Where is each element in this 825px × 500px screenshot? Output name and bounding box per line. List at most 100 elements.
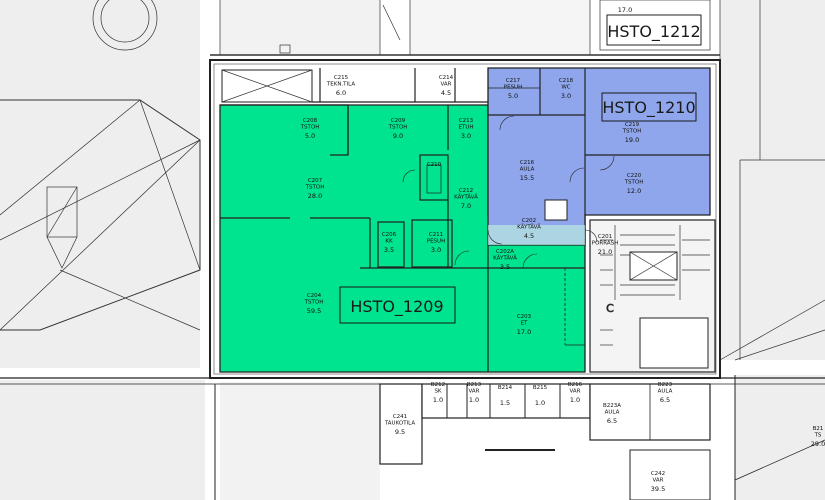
room-name: WC (561, 85, 570, 91)
room-area: 15.5 (520, 174, 534, 182)
room-area: 39.5 (651, 485, 665, 493)
room-code: C211 (429, 232, 443, 238)
room-code: C201 (598, 234, 612, 240)
room-area: 3.5 (384, 246, 394, 254)
room-labels: C215TEKN.TILA6.0C214VAR4.5C217PESUH5.0C2… (300, 75, 825, 493)
room-code: C206 (382, 232, 397, 238)
room-code: B214 (498, 385, 513, 391)
room-name: VAR (570, 389, 581, 395)
room-code: C213 (459, 118, 474, 124)
room-code: B223A (603, 403, 621, 409)
room-name: KÄYTÄVÄ (517, 224, 541, 231)
room-code: C215 (334, 75, 349, 81)
room-code: C207 (308, 178, 323, 184)
left-roof (0, 0, 201, 331)
room-area: 3.0 (431, 246, 441, 254)
room-name: TSTOH (300, 125, 320, 131)
room-name: AULA (520, 167, 535, 173)
room-area: 28.0 (308, 192, 322, 200)
room-name: TEKN.TILA (326, 82, 355, 88)
room-name: PESUH (427, 239, 445, 245)
room-area: 7.0 (461, 202, 471, 210)
room-code: B21 (813, 426, 824, 432)
room-area: 1.0 (469, 396, 479, 404)
room-area: 5.0 (305, 132, 315, 140)
room-name: KÄYTÄVÄ (454, 194, 478, 201)
room-name: AULA (658, 389, 673, 395)
room-name: SK (434, 389, 441, 395)
room-name: ET (521, 321, 528, 327)
room-area: 9.5 (395, 428, 405, 436)
room-code: C217 (506, 78, 521, 84)
room-area: 6.0 (336, 89, 346, 97)
room-name: TSTOH (622, 129, 642, 135)
zone-label-1209: HSTO_1209 (350, 297, 443, 317)
room-code: B213 (467, 382, 482, 388)
room-area: 3.5 (500, 263, 510, 271)
room-name: PESUH (504, 85, 522, 91)
room-area: 59.5 (307, 307, 321, 315)
room-name: TAUKOTILA (384, 421, 416, 427)
room-name: VAR (469, 389, 480, 395)
room-code: C220 (627, 173, 642, 179)
svg-text:17.0: 17.0 (618, 6, 632, 14)
zone-1212: 17.0 HSTO_1212 (606, 6, 702, 46)
room-code: C209 (391, 118, 406, 124)
room-area: 1.0 (535, 399, 545, 407)
room-area: 6.5 (607, 417, 617, 425)
room-code: B212 (431, 382, 445, 388)
room-area: 4.5 (524, 232, 534, 240)
room-name: KÄYTÄVÄ (493, 255, 517, 262)
room-name: TSTOH (388, 125, 408, 131)
stair-mark: C (606, 302, 614, 315)
room-code: C202A (496, 249, 514, 255)
room-name: TSTOH (624, 180, 644, 186)
room-code: B215 (533, 385, 548, 391)
room-code: C203 (517, 314, 532, 320)
room-code: C214 (439, 75, 454, 81)
room-area: 1.0 (433, 396, 443, 404)
interior-walls (220, 68, 710, 372)
room-code: C204 (307, 293, 322, 299)
room-area: 19.0 (625, 136, 639, 144)
room-area: 1.5 (500, 399, 510, 407)
room-name: TSTOH (305, 185, 325, 191)
room-area: 3.0 (461, 132, 471, 140)
room-code: B223 (658, 382, 673, 388)
bottom-area (0, 375, 825, 500)
room-code: C208 (303, 118, 318, 124)
room-label-b214: B214 1.5 (498, 385, 513, 407)
room-name: PORRASH (592, 241, 618, 247)
room-code: C242 (651, 471, 665, 477)
room-code: C218 (559, 78, 574, 84)
room-area: 1.0 (570, 396, 580, 404)
room-area: 6.5 (660, 396, 670, 404)
room-area: 9.0 (393, 132, 403, 140)
room-name: AULA (605, 410, 620, 416)
room-code: C210 (427, 162, 442, 168)
room-area: 17.0 (517, 328, 531, 336)
zone-label-1210: HSTO_1210 (602, 98, 695, 118)
room-area: 21.0 (598, 248, 612, 256)
